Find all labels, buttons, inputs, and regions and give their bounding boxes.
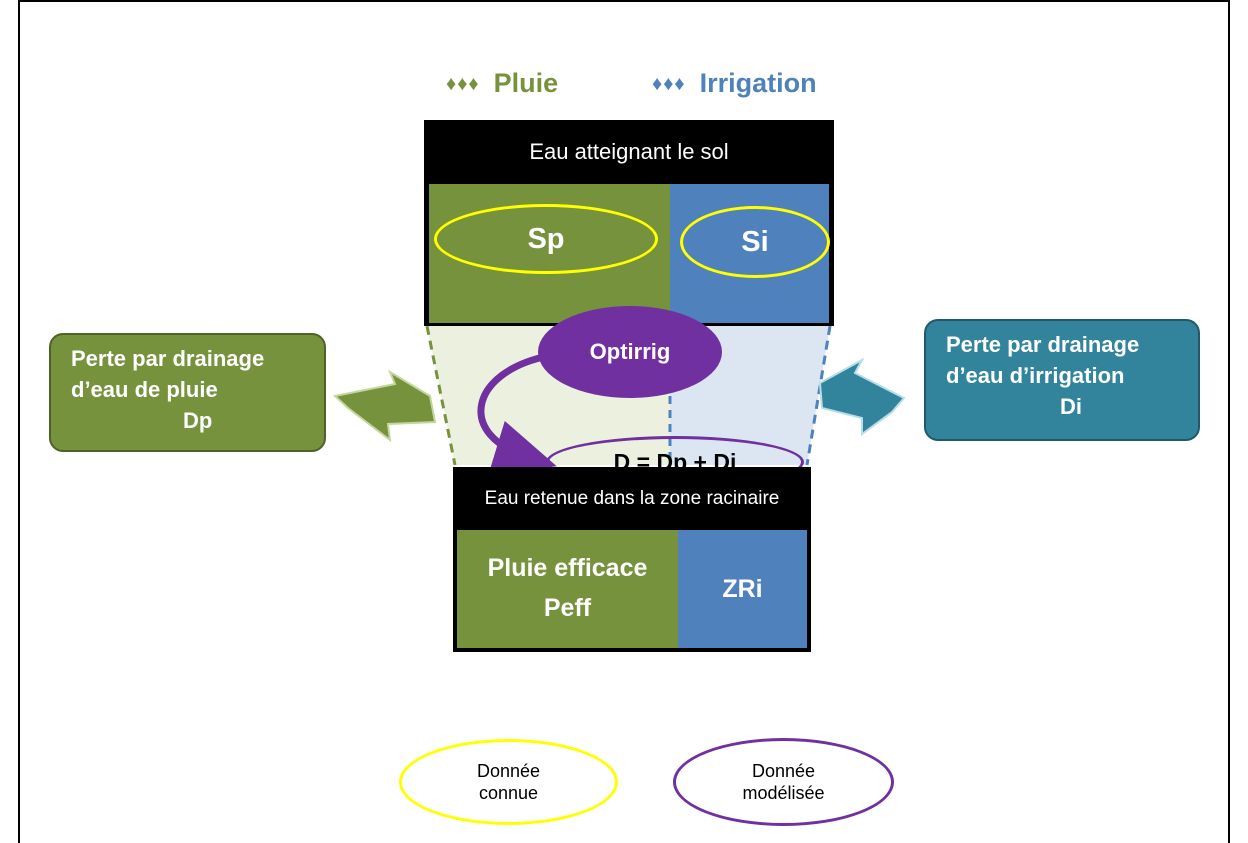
zri-panel: ZRi xyxy=(678,530,811,652)
legend-known-data: Donnée connue xyxy=(399,739,618,825)
funnel-right-edge xyxy=(805,325,832,466)
legend-known-line2: connue xyxy=(478,783,539,803)
legend-irrigation: ♦♦♦ Irrigation xyxy=(652,68,817,99)
diagram-frame xyxy=(18,0,1230,843)
rain-drainage-line3: Dp xyxy=(183,408,213,433)
si-known-ellipse: Si xyxy=(680,206,830,278)
legend-modeled-data: Donnée modélisée xyxy=(673,738,894,826)
legend-modeled-line2: modélisée xyxy=(742,783,825,803)
right-drain-arrow xyxy=(818,357,906,436)
legend-irrigation-label: Irrigation xyxy=(699,68,817,98)
irrigation-drainage-line3: Di xyxy=(1060,394,1082,419)
legend-known-line1: Donnée xyxy=(476,761,541,781)
legend-pluie-label: Pluie xyxy=(493,68,559,98)
peff-panel: Pluie efficace Peff xyxy=(453,530,678,652)
left-drain-arrow xyxy=(332,369,437,443)
irrigation-drainage-loss-box: Perte par drainage d’eau d’irrigation Di xyxy=(924,319,1200,441)
peff-label-line1: Pluie efficace xyxy=(487,554,648,582)
legend-pluie: ♦♦♦ Pluie xyxy=(446,68,558,99)
top-block-header: Eau atteignant le sol xyxy=(424,120,834,184)
optirrig-model-node: Optirrig xyxy=(538,306,722,398)
rain-drainage-line2: d’eau de pluie xyxy=(71,377,218,402)
legend-modeled-line1: Donnée xyxy=(751,761,816,781)
irrigation-drainage-line1: Perte par drainage xyxy=(946,332,1140,357)
sp-known-ellipse: Sp xyxy=(434,204,658,274)
funnel-left-edge xyxy=(425,325,457,466)
rain-drainage-loss-box: Perte par drainage d’eau de pluie Dp xyxy=(49,333,326,452)
optirrig-curved-arrow xyxy=(477,352,557,475)
irrigation-drops-icon: ♦♦♦ xyxy=(652,73,686,96)
rain-drainage-line1: Perte par drainage xyxy=(71,346,265,371)
irrigation-drainage-line2: d’eau d’irrigation xyxy=(946,363,1125,388)
bottom-block-header: Eau retenue dans la zone racinaire xyxy=(453,467,811,530)
rain-drops-icon: ♦♦♦ xyxy=(446,73,480,96)
peff-label-line2: Peff xyxy=(543,594,592,622)
